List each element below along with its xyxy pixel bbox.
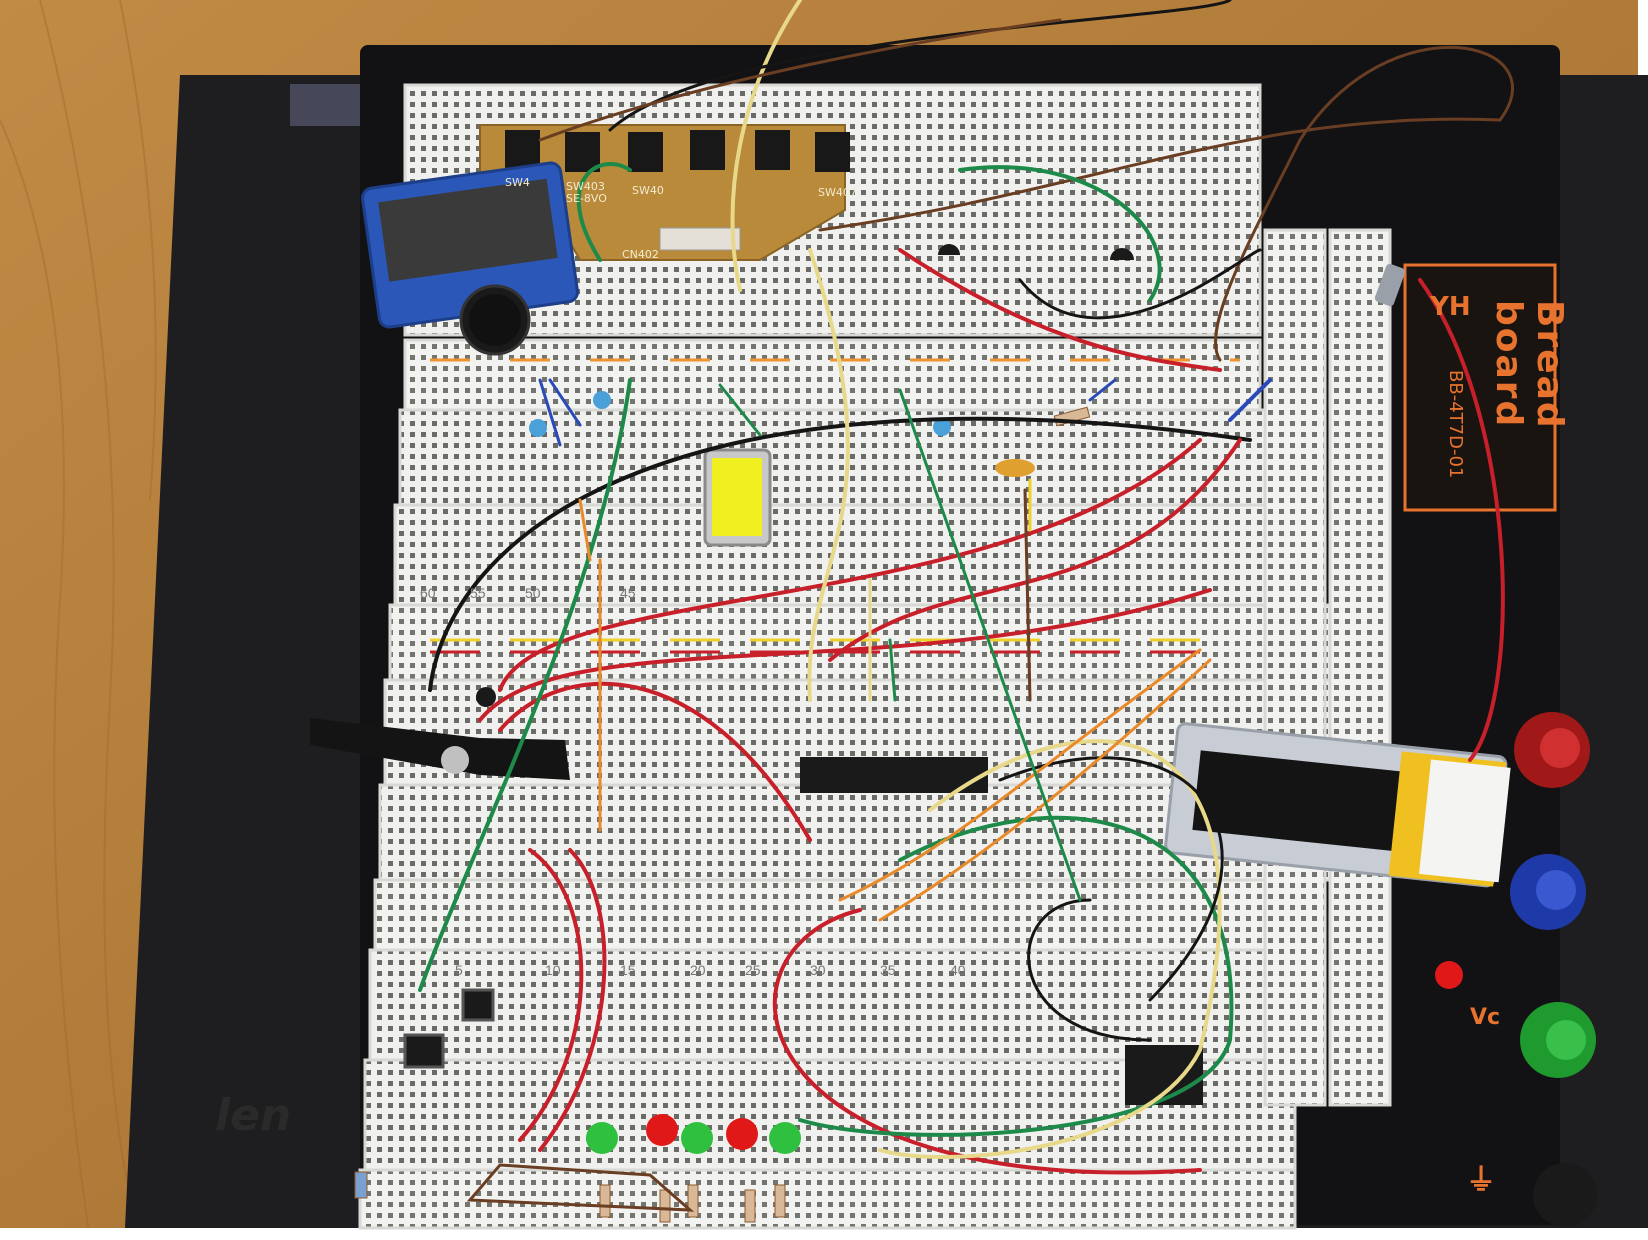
power-rail-2 bbox=[388, 603, 1372, 682]
laptop-logo: len bbox=[215, 1090, 292, 1141]
row-number: 10 bbox=[545, 962, 561, 978]
vertical-rail-2 bbox=[1328, 228, 1392, 1107]
row-number: 5 bbox=[455, 962, 463, 978]
push-button-2[interactable] bbox=[403, 1033, 445, 1069]
battery-pack bbox=[1164, 722, 1511, 888]
leds bbox=[586, 961, 1463, 1154]
row-number: 20 bbox=[690, 962, 706, 978]
cn402-connector bbox=[659, 227, 741, 251]
brand-model: BB-4T7D-01 bbox=[1445, 370, 1466, 479]
ic-chip-2 bbox=[1125, 1045, 1203, 1105]
row-number: 45 bbox=[620, 585, 636, 601]
switch-label: SW4 bbox=[505, 176, 530, 189]
binding-posts bbox=[1510, 712, 1597, 1227]
row-number: 35 bbox=[880, 962, 896, 978]
brand-logo: YH bbox=[1430, 292, 1471, 322]
switch-label: SE-8VO bbox=[566, 192, 607, 205]
ic-chip-main bbox=[800, 757, 988, 793]
black-binding-post[interactable] bbox=[1533, 1163, 1597, 1227]
jumper-wires bbox=[418, 0, 1514, 1212]
row-number: 40 bbox=[950, 962, 966, 978]
alligator-clip bbox=[310, 718, 570, 780]
switch-label: SW40 bbox=[632, 184, 664, 197]
brand-title: Bread board bbox=[1488, 300, 1570, 430]
switch-label: CN402 bbox=[622, 248, 659, 261]
switch-label: SW403 bbox=[566, 180, 605, 193]
vc-label: Vc bbox=[1470, 1005, 1501, 1030]
row-number: 60 bbox=[420, 585, 436, 601]
power-rail-3 bbox=[373, 878, 1292, 952]
transistors bbox=[476, 244, 1134, 707]
power-rail-1 bbox=[403, 338, 1262, 412]
power-rail-4 bbox=[358, 1168, 1297, 1230]
switch-labels: SW403 SW40 SW407 CN402 SE-8VO SW4 bbox=[505, 176, 857, 261]
row-number: 30 bbox=[810, 962, 826, 978]
row-numbers: 5 10 15 20 25 30 35 40 45 50 55 60 bbox=[420, 585, 966, 978]
ground-symbol-icon: ⏚ bbox=[1466, 1163, 1496, 1198]
row-number: 50 bbox=[525, 585, 541, 601]
row-number: 25 bbox=[745, 962, 761, 978]
tact-switches bbox=[505, 130, 850, 172]
brand-plate bbox=[1403, 263, 1557, 512]
capacitors bbox=[529, 263, 1406, 477]
resistors bbox=[354, 406, 1091, 1223]
row-number: 15 bbox=[620, 962, 636, 978]
switch-label: SW407 bbox=[818, 186, 857, 199]
push-button-1[interactable] bbox=[461, 988, 495, 1022]
wood-grain bbox=[0, 0, 157, 1240]
vertical-rail-1 bbox=[1263, 228, 1327, 1107]
row-number: 55 bbox=[470, 585, 486, 601]
